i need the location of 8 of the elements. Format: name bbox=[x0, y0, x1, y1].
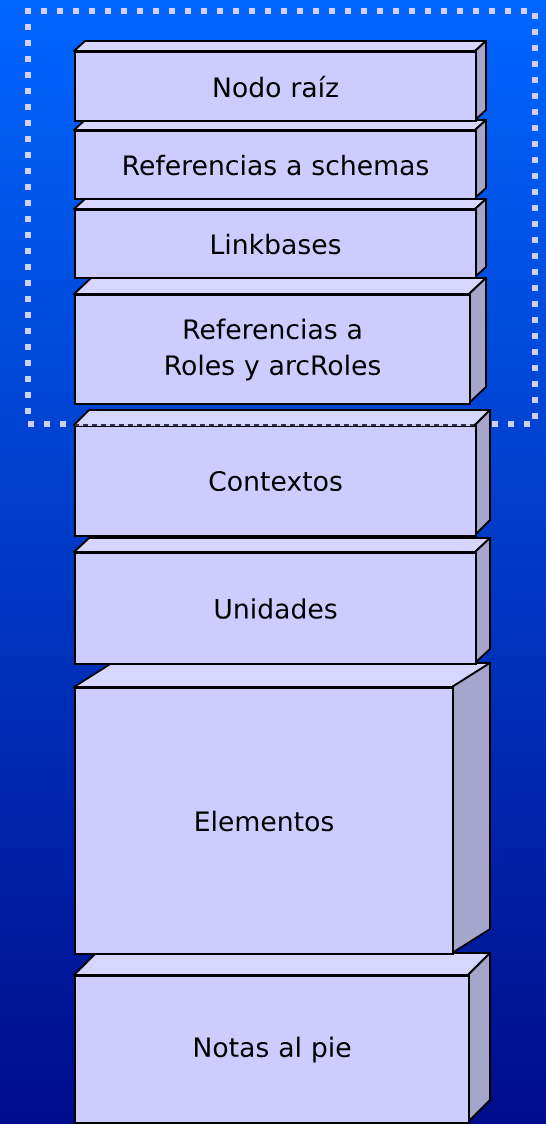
block: Elementos bbox=[73, 662, 491, 955]
block: Unidades bbox=[73, 537, 491, 665]
block: Linkbases bbox=[73, 198, 487, 279]
block: Nodo raíz bbox=[73, 40, 487, 122]
block: Referencias a Roles y arcRoles bbox=[73, 277, 487, 405]
block: Notas al pie bbox=[73, 952, 491, 1124]
block: Contextos bbox=[73, 409, 491, 537]
block: Referencias a schemas bbox=[73, 119, 487, 200]
